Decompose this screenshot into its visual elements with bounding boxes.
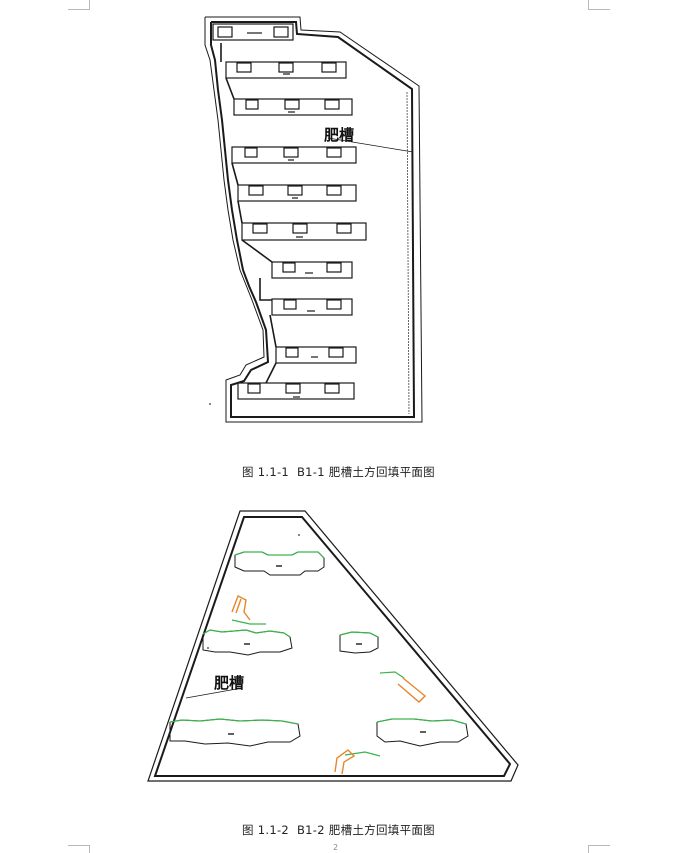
fill-trench-leader-line	[327, 137, 414, 153]
page-number: 2	[333, 843, 339, 852]
figure1-caption: 图 1.1-1 B1-1 肥槽土方回填平面图	[0, 464, 677, 480]
fill-trench-leader-line	[185, 687, 243, 699]
figure2-caption: 图 1.1-2 B1-2 肥槽土方回填平面图	[0, 822, 677, 838]
retaining-line	[406, 91, 410, 415]
crop-mark	[68, 845, 90, 846]
fill-trench-label: 肥槽	[324, 126, 354, 144]
building-markers	[228, 565, 426, 735]
fill-trench-label: 肥槽	[214, 674, 244, 692]
b1-1-backfill-plan-drawing: 肥槽	[204, 16, 423, 423]
site-boundary-line	[153, 516, 512, 777]
outer-boundary-line	[204, 16, 423, 423]
figure2-caption-number: 图 1.1-2	[242, 823, 290, 837]
crop-mark	[89, 0, 90, 10]
crop-mark	[588, 9, 610, 10]
caption-gap	[289, 823, 297, 837]
site-boundary-line	[210, 21, 416, 418]
crop-mark	[89, 845, 90, 853]
green-facade-marks	[169, 551, 467, 757]
building-rows	[225, 61, 367, 400]
building-outlines	[169, 551, 469, 747]
figure1-caption-text: B1-1 肥槽土方回填平面图	[296, 465, 435, 479]
crop-mark	[588, 845, 589, 853]
crop-mark	[588, 0, 589, 10]
survey-point	[207, 647, 209, 649]
outer-boundary-line	[147, 510, 519, 782]
caption-gap	[289, 465, 297, 479]
top-building	[212, 23, 294, 41]
orange-ramp-marks	[231, 595, 427, 775]
figure2-caption-text: B1-2 肥槽土方回填平面图	[296, 823, 435, 837]
crop-mark	[68, 9, 90, 10]
crop-mark	[588, 845, 610, 846]
figure1-caption-number: 图 1.1-1	[242, 465, 290, 479]
survey-point	[209, 403, 211, 405]
survey-point	[298, 534, 300, 536]
interior-walls	[220, 43, 277, 384]
b1-2-backfill-plan-drawing: 肥槽	[147, 510, 519, 782]
